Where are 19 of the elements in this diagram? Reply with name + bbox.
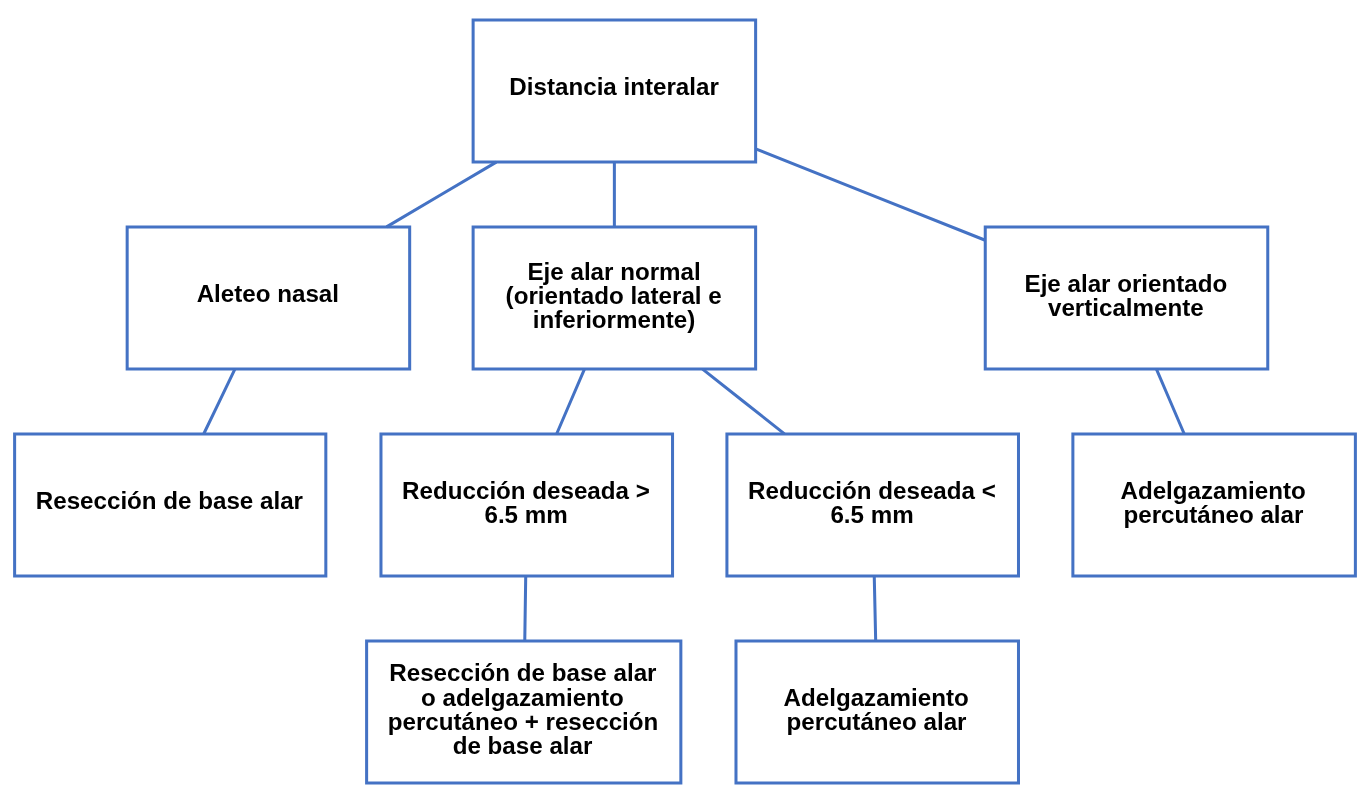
- connector: [701, 367, 786, 435]
- connector: [1155, 368, 1186, 434]
- node-box: Eje alar normal (orientado lateral e inferiormente): [471, 225, 758, 371]
- node-box: Adelgazamiento percutáneo alar: [1071, 431, 1357, 577]
- connector: [523, 575, 528, 640]
- node-box: Distancia interalar: [471, 18, 758, 164]
- connector: [755, 146, 986, 242]
- node-box: Resección de base alar: [13, 431, 328, 577]
- node-box: Resección de base alar o adelgazamiento percutáneo + resección de base alar: [365, 638, 683, 784]
- connector: [555, 368, 586, 434]
- node-box: Reducción deseada < 6.5 mm: [725, 431, 1020, 577]
- node-box: Eje alar orientado verticalmente: [983, 225, 1270, 371]
- connector: [872, 575, 878, 640]
- connector: [202, 368, 237, 434]
- node-box: Adelgazamiento percutáneo alar: [734, 638, 1020, 784]
- node-box: Reducción deseada > 6.5 mm: [379, 431, 675, 577]
- connector: [385, 160, 498, 228]
- connector: [612, 161, 616, 226]
- node-box: Aleteo nasal: [125, 225, 412, 371]
